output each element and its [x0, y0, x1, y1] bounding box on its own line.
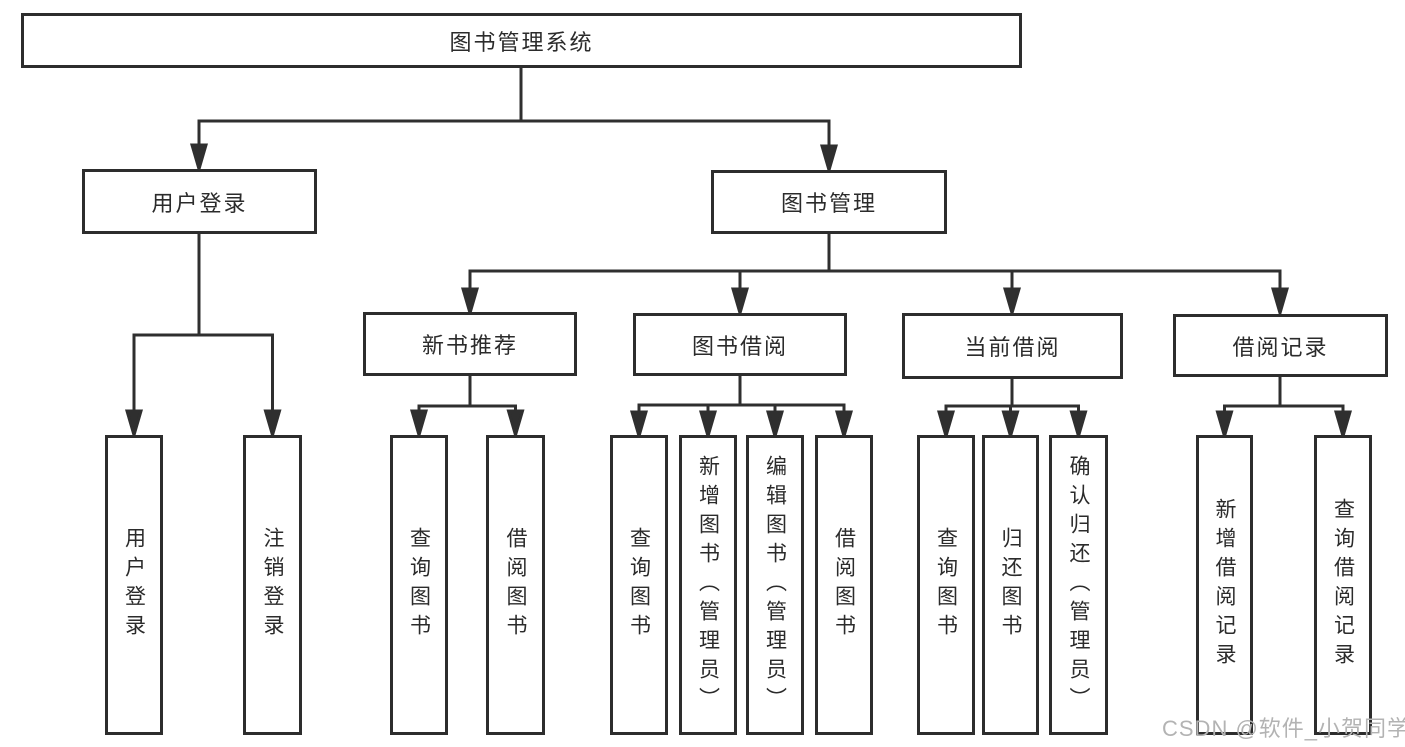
node-new-book-recommendation: 新书推荐: [363, 312, 577, 376]
arrowhead: [766, 410, 784, 442]
node-book-management: 图书管理: [711, 170, 947, 234]
arrowhead: [125, 409, 143, 441]
arrowhead: [731, 287, 749, 319]
arrowhead: [1001, 410, 1020, 442]
connector-book-borrow-children: [630, 374, 853, 442]
arrowhead: [190, 143, 208, 175]
leaf-query-books: 查询图书: [390, 435, 448, 735]
leaf-borrow-books: 借阅图书: [486, 435, 545, 735]
arrowhead: [1334, 410, 1352, 442]
connector-current-borrow-children: [937, 377, 1088, 442]
node-library-management-system: 图书管理系统: [21, 13, 1022, 68]
leaf-query-borrow-record: 查询借阅记录: [1314, 435, 1372, 735]
leaf-add-borrow-record: 新增借阅记录: [1196, 435, 1253, 735]
csdn-watermark: CSDN @软件_小贺同学: [1162, 716, 1405, 741]
arrowhead: [937, 410, 955, 442]
arrowhead: [263, 409, 282, 441]
leaf-confirm-return-admin: 确认归还（管理员）: [1049, 435, 1108, 735]
node-user-login: 用户登录: [82, 169, 317, 234]
leaf-add-books-admin: 新增图书（管理员）: [679, 435, 737, 735]
arrowhead: [1069, 410, 1088, 442]
arrowhead: [461, 287, 479, 319]
connector-root-to-level2: [190, 66, 838, 176]
arrowhead: [1271, 287, 1289, 319]
node-borrowing-records: 借阅记录: [1173, 314, 1388, 377]
node-current-borrowing: 当前借阅: [902, 313, 1123, 379]
leaf-query-books: 查询图书: [610, 435, 668, 735]
arrowhead: [820, 144, 838, 176]
leaf-edit-books-admin: 编辑图书（管理员）: [746, 435, 804, 735]
connector-user-login-children: [125, 232, 282, 441]
leaf-borrow-books: 借阅图书: [815, 435, 873, 735]
arrowhead: [835, 410, 853, 442]
arrowhead: [1215, 410, 1234, 442]
leaf-return-books: 归还图书: [982, 435, 1039, 735]
connector-new-book-children: [410, 374, 525, 441]
leaf-query-books: 查询图书: [917, 435, 975, 735]
node-book-borrowing: 图书借阅: [633, 313, 847, 376]
connector-borrow-record-children: [1215, 375, 1352, 442]
leaf-logout: 注销登录: [243, 435, 302, 735]
connector-book-mgmt-to-level3: [461, 232, 1289, 319]
arrowhead: [1003, 287, 1021, 319]
arrowhead: [630, 410, 648, 442]
leaf-user-login: 用户登录: [105, 435, 163, 735]
arrowhead: [506, 409, 525, 441]
arrowhead: [699, 410, 717, 442]
arrowhead: [410, 409, 428, 441]
